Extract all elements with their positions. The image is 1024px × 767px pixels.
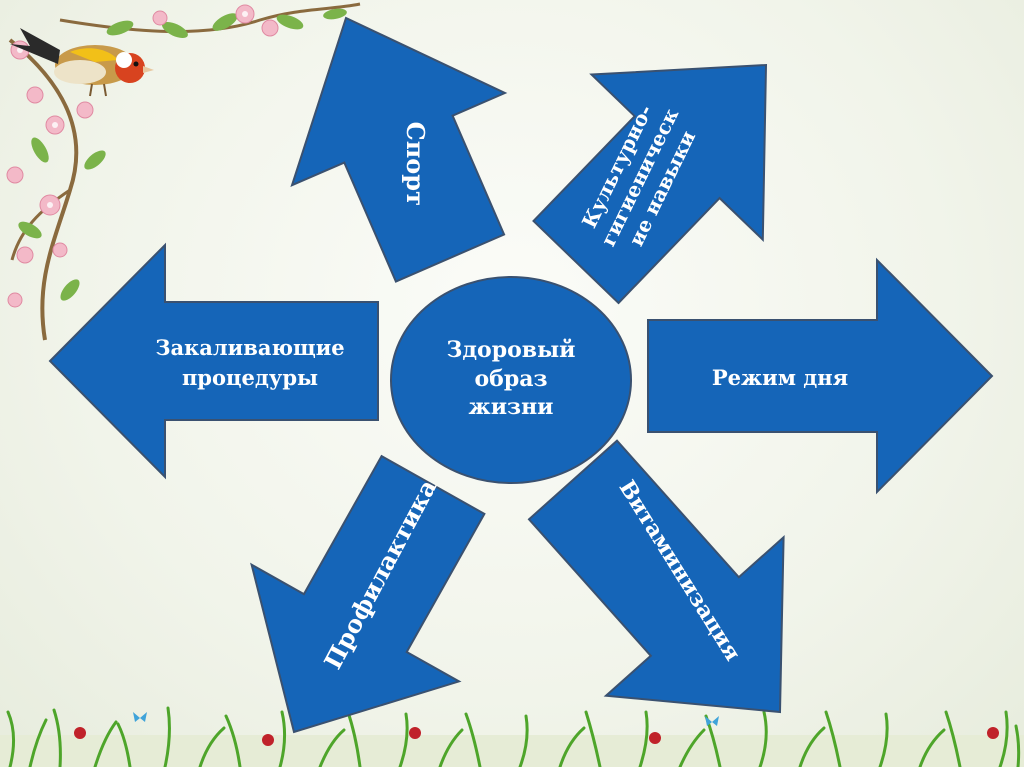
arrow-label-hardening: Закаливающие процедуры xyxy=(135,333,365,394)
grass-decoration xyxy=(0,706,1024,767)
arrow-hardening xyxy=(48,242,379,480)
center-circle xyxy=(390,276,632,484)
arrow-prevention xyxy=(250,454,486,734)
arrow-label-sport: Спорт xyxy=(400,121,430,206)
arrow-vitamins xyxy=(527,439,785,714)
center-label: Здоровый образ жизни xyxy=(446,337,576,421)
arrow-regime xyxy=(647,257,994,495)
arrow-sport xyxy=(290,16,508,283)
bird-decoration xyxy=(10,28,154,97)
arrow-label-hardening-line-1: Закаливающие xyxy=(155,335,345,360)
arrow-hygiene xyxy=(532,63,768,305)
blossom-branch-decoration xyxy=(6,2,361,341)
arrow-label-regime: Режим дня xyxy=(711,365,849,390)
arrow-label-hardening-line-2: процедуры xyxy=(181,365,319,391)
